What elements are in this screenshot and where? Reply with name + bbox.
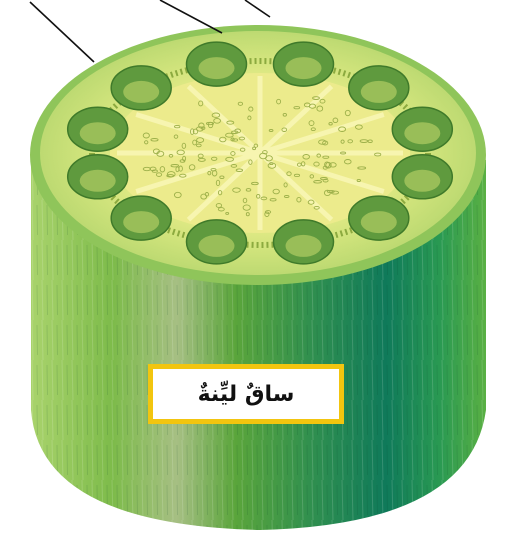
pointer-line-epidermis [30,2,94,62]
pointer-line-cortex [160,0,222,33]
xylem-region [199,57,235,79]
stem-type-label-box: ساقٌ ليِّنةٌ [148,364,344,424]
xylem-region [361,211,397,233]
stem-type-label: ساقٌ ليِّنةٌ [198,382,295,407]
xylem-region [80,170,116,192]
pointer-line-vascular [245,0,270,17]
xylem-region [286,57,322,79]
xylem-region [123,81,159,103]
xylem-region [286,235,322,257]
xylem-region [80,122,116,144]
xylem-region [404,122,440,144]
xylem-region [361,81,397,103]
xylem-region [123,211,159,233]
xylem-region [199,235,235,257]
xylem-region [404,170,440,192]
